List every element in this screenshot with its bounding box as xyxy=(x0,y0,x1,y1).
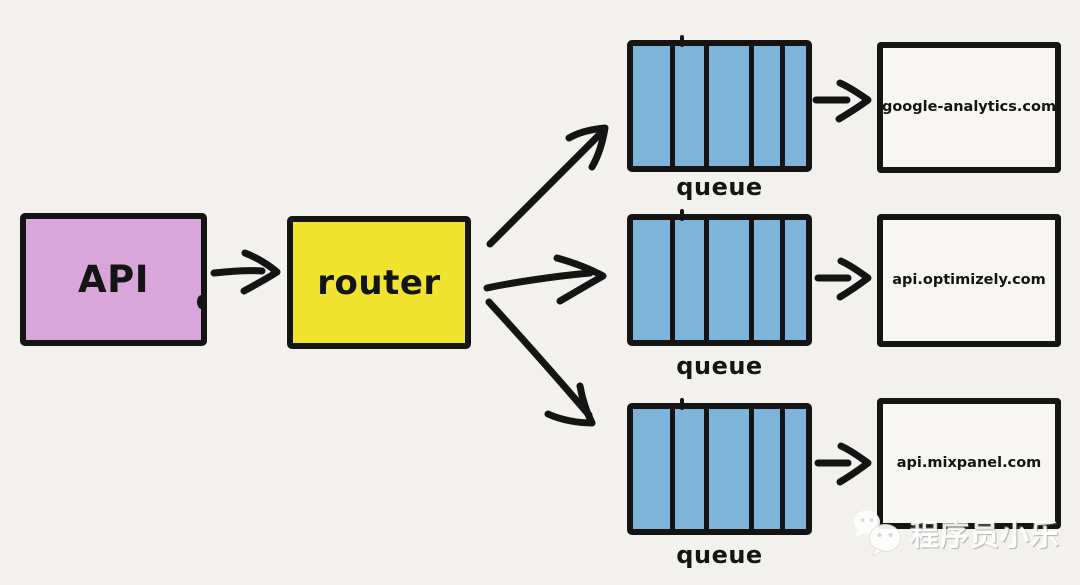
queue-segment xyxy=(754,409,781,529)
queue-segment xyxy=(633,46,671,166)
arrow-router-to-queue2 xyxy=(483,269,594,292)
arrow-queue3-to-dest3-head xyxy=(836,442,872,486)
queue-segment xyxy=(675,409,705,529)
arrow-router-to-queue2-head xyxy=(553,254,607,305)
queue-segment xyxy=(754,220,781,340)
router-node-label: router xyxy=(317,262,441,303)
arrow-queue1-to-dest1-head xyxy=(835,79,872,123)
destination-box-mixpanel: api.mixpanel.com xyxy=(877,398,1061,529)
destination-label: api.optimizely.com xyxy=(892,272,1046,289)
arrow-router-to-queue1 xyxy=(486,129,605,248)
api-node-label: API xyxy=(77,258,150,301)
watermark: 程序员小乐 xyxy=(852,508,1060,558)
queue-segment xyxy=(675,46,705,166)
wechat-icon xyxy=(854,510,901,558)
router-node: router xyxy=(287,216,471,349)
pen-tick-decoration xyxy=(679,209,684,221)
queue-label-1: queue xyxy=(676,173,763,201)
queue-segment xyxy=(709,409,750,529)
queue-segment xyxy=(754,46,781,166)
pen-blob-decoration xyxy=(197,295,206,309)
pen-tick-decoration xyxy=(679,398,684,410)
destination-label: google-analytics.com xyxy=(881,99,1057,116)
api-node: API xyxy=(20,213,207,346)
queue-segment xyxy=(633,409,671,529)
queue-label-3: queue xyxy=(676,541,763,569)
queue-box-2 xyxy=(627,209,812,346)
destination-box-optimizely: api.optimizely.com xyxy=(877,214,1061,347)
arrow-router-to-queue3 xyxy=(485,298,593,419)
arrow-router-to-queue3-head xyxy=(544,382,596,427)
arrow-api-to-router-head xyxy=(240,249,281,295)
pen-tick-decoration xyxy=(679,35,684,47)
arrow-api-to-router xyxy=(210,267,266,277)
queue-segment xyxy=(785,409,806,529)
arrow-queue2-to-dest2-head xyxy=(836,257,872,301)
queue-segment xyxy=(785,220,806,340)
queue-segment xyxy=(633,220,671,340)
queue-segment xyxy=(785,46,806,166)
watermark-text: 程序员小乐 xyxy=(910,518,1061,552)
queue-segment xyxy=(709,46,750,166)
queue-box-3 xyxy=(627,398,812,535)
queue-label-2: queue xyxy=(676,352,763,380)
arrow-router-to-queue1-head xyxy=(565,124,609,171)
queue-segment xyxy=(709,220,750,340)
queue-segment xyxy=(675,220,705,340)
queue-box-1 xyxy=(627,35,812,172)
destination-box-google-analytics: google-analytics.com xyxy=(877,42,1061,173)
destination-label: api.mixpanel.com xyxy=(896,455,1042,472)
